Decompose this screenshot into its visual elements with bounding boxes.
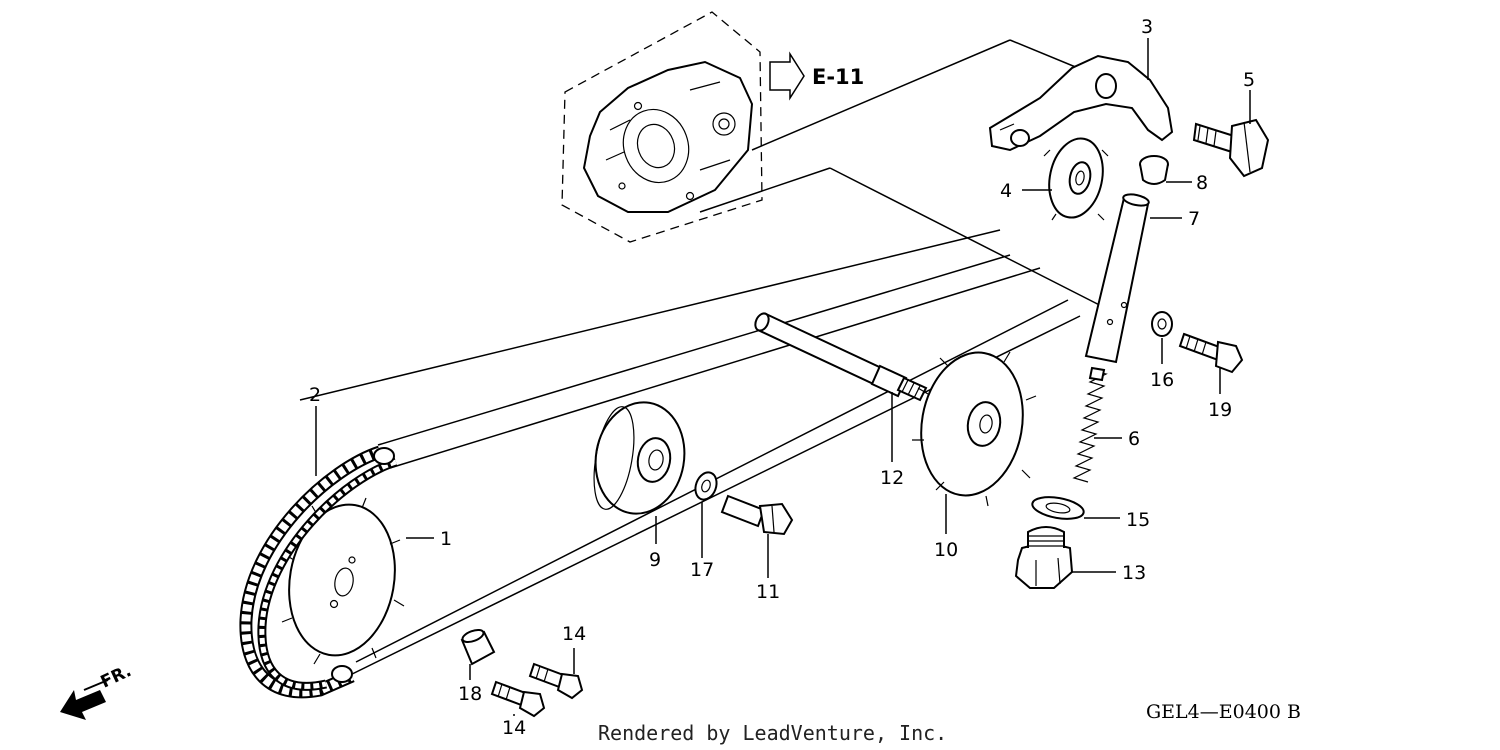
part-8-rod-cap[interactable]	[1139, 155, 1169, 185]
part-5-arm-bolt[interactable]	[1192, 118, 1270, 178]
callout-19[interactable]: 19	[1208, 399, 1232, 421]
callout-17[interactable]: 17	[690, 559, 714, 581]
part-6-spring[interactable]	[1072, 366, 1108, 483]
part-2-cam-chain[interactable]	[239, 445, 398, 699]
callout-18[interactable]: 18	[458, 683, 482, 705]
callout-3[interactable]: 3	[1141, 16, 1153, 38]
callout-9[interactable]: 9	[649, 549, 661, 571]
callout-8[interactable]: 8	[1196, 172, 1208, 194]
part-14-bolt-upper[interactable]	[528, 662, 584, 700]
diagram-code: GEL4—E0400 B	[1146, 701, 1301, 723]
callout-12[interactable]: 12	[880, 467, 904, 489]
callout-2[interactable]: 2	[309, 384, 321, 406]
part-16-washer[interactable]	[1151, 311, 1173, 337]
callout-14-upper[interactable]: 14	[562, 623, 586, 645]
callout-11[interactable]: 10	[934, 539, 958, 561]
part-3-tensioner-arm[interactable]	[988, 54, 1174, 152]
part-10-roller-bolt[interactable]	[720, 494, 794, 536]
crankcase-reference	[561, 11, 763, 243]
credit-text: Rendered by LeadVenture, Inc.	[598, 721, 947, 745]
part-18-dowel-pin[interactable]	[460, 628, 496, 666]
part-17-washer[interactable]	[692, 469, 720, 502]
part-12-shaft[interactable]	[753, 311, 928, 402]
part-7-push-rod[interactable]	[1084, 192, 1150, 364]
front-label: FR.	[98, 661, 135, 692]
front-arrow-icon	[60, 679, 109, 720]
part-1-drive-sprocket[interactable]	[278, 496, 407, 665]
callout-10[interactable]: 11	[756, 581, 780, 603]
part-9-guide-roller[interactable]	[587, 395, 693, 521]
part-4-tensioner-roller[interactable]	[1042, 133, 1109, 222]
callout-5[interactable]: 5	[1243, 69, 1255, 91]
callout-15[interactable]: 15	[1126, 509, 1150, 531]
reference-label[interactable]: E-11	[812, 65, 864, 89]
callout-7[interactable]: 7	[1188, 208, 1200, 230]
part-14-bolt-lower[interactable]	[490, 680, 546, 718]
part-11-cam-sprocket[interactable]	[910, 344, 1037, 507]
callout-1[interactable]: 1	[440, 528, 452, 550]
part-15-sealing-washer[interactable]	[1031, 494, 1086, 523]
callout-leaders	[315, 38, 1251, 716]
callout-14-lower[interactable]: 14	[502, 717, 526, 739]
callout-16[interactable]: 16	[1150, 369, 1174, 391]
reference-arrow	[769, 51, 805, 101]
callout-13[interactable]: 13	[1122, 562, 1146, 584]
part-19-bolt[interactable]	[1178, 332, 1244, 374]
callout-6[interactable]: 6	[1128, 428, 1140, 450]
callout-4[interactable]: 4	[1000, 180, 1012, 202]
part-13-sealing-bolt[interactable]	[1014, 526, 1074, 589]
